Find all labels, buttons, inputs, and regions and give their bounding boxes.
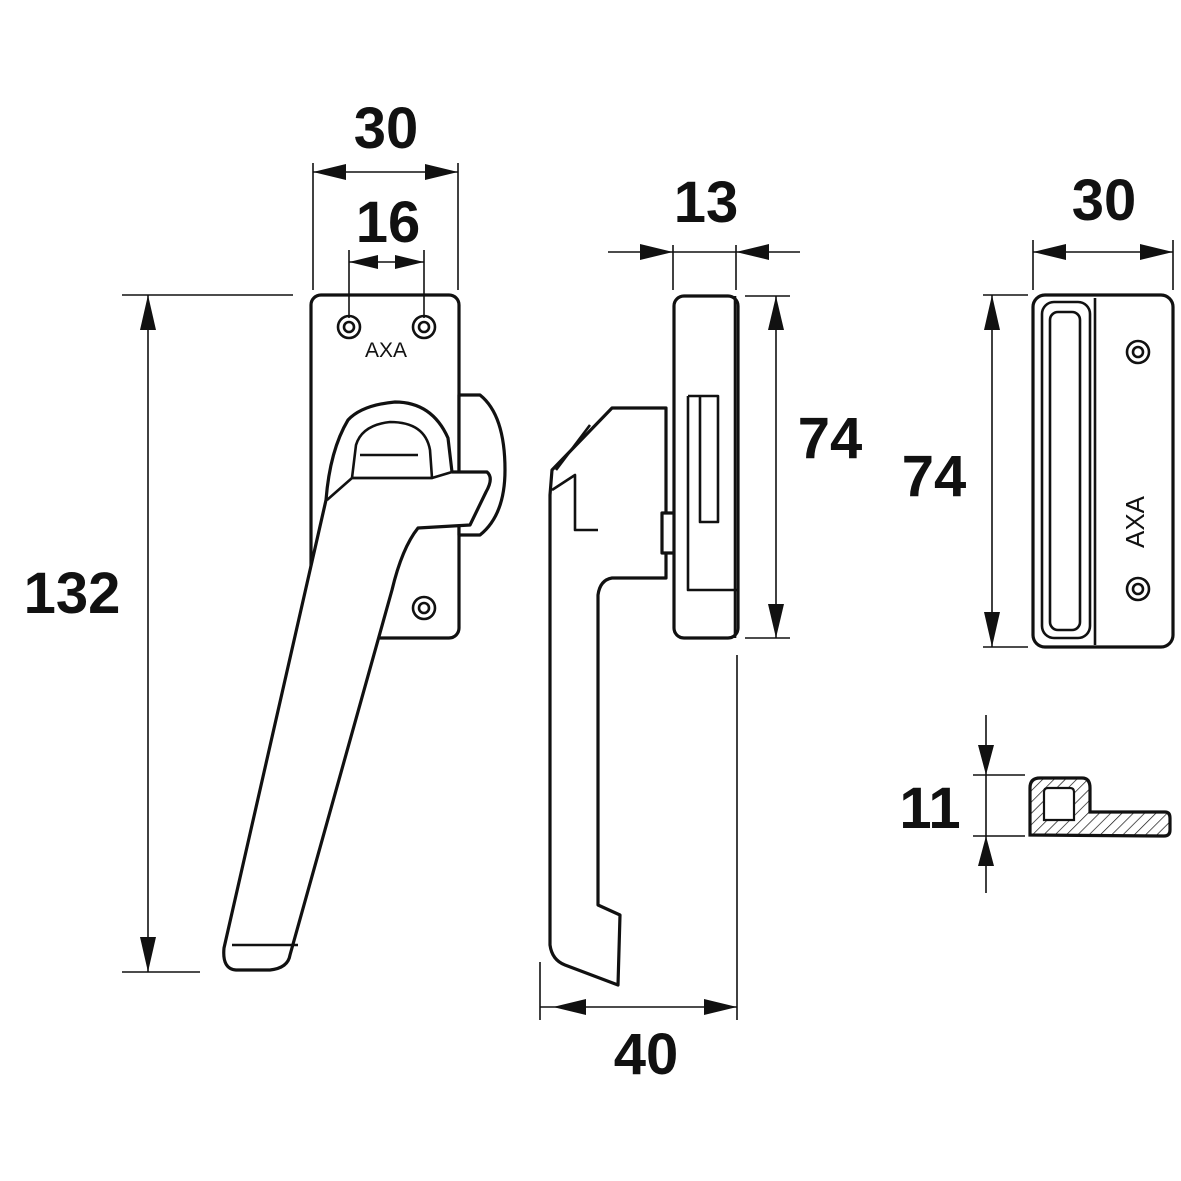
side-view: 13 74 40 xyxy=(539,170,863,1087)
dim-front-width-label: 30 xyxy=(354,96,419,161)
front-handle-ridge xyxy=(326,470,453,501)
dim-handle-reach-label: 40 xyxy=(614,1022,679,1087)
dim-screw-spacing: 16 xyxy=(348,190,425,318)
dim-front-width: 30 xyxy=(312,96,459,290)
keeper-slot-inner xyxy=(1048,310,1082,632)
side-cam-slot xyxy=(688,394,720,524)
keeper-plate xyxy=(1031,293,1175,649)
keeper-profile-channel xyxy=(1042,786,1076,822)
keeper-view: AXA 30 74 xyxy=(902,168,1175,649)
dim-keeper-profile-height: 11 xyxy=(899,715,1025,893)
front-brand-label: AXA xyxy=(365,339,407,362)
front-view: AXA 30 16 xyxy=(24,96,507,973)
dim-keeper-width-label: 30 xyxy=(1072,168,1137,233)
dim-keeper-profile-height-label: 11 xyxy=(899,776,960,841)
side-cam-profile xyxy=(686,396,738,592)
keeper-screw-top xyxy=(1125,339,1151,365)
dim-side-depth-label: 13 xyxy=(674,170,739,235)
dim-keeper-height: 74 xyxy=(902,294,1028,648)
dim-total-height: 132 xyxy=(24,294,293,973)
side-handle-edge xyxy=(554,424,592,471)
dim-keeper-width: 30 xyxy=(1032,168,1174,290)
dim-screw-spacing-label: 16 xyxy=(356,190,421,255)
front-handle xyxy=(222,400,492,972)
front-handle-grip xyxy=(350,420,434,480)
side-handle xyxy=(548,406,668,987)
dim-total-height-label: 132 xyxy=(24,561,121,626)
dim-handle-reach: 40 xyxy=(539,655,738,1087)
keeper-screw-bottom xyxy=(1125,576,1151,602)
side-base-plate xyxy=(672,294,740,640)
side-handle-knuckle xyxy=(551,473,598,532)
keeper-brand-label: AXA xyxy=(1120,495,1150,548)
keeper-slot-outer xyxy=(1040,300,1092,640)
dim-side-depth: 13 xyxy=(608,170,800,290)
dim-keeper-height-label: 74 xyxy=(902,444,967,509)
dim-side-height: 74 xyxy=(745,295,863,639)
dim-side-height-label: 74 xyxy=(798,406,863,471)
front-screw-bottom xyxy=(411,595,437,621)
keeper-profile-view: 11 xyxy=(899,715,1172,893)
